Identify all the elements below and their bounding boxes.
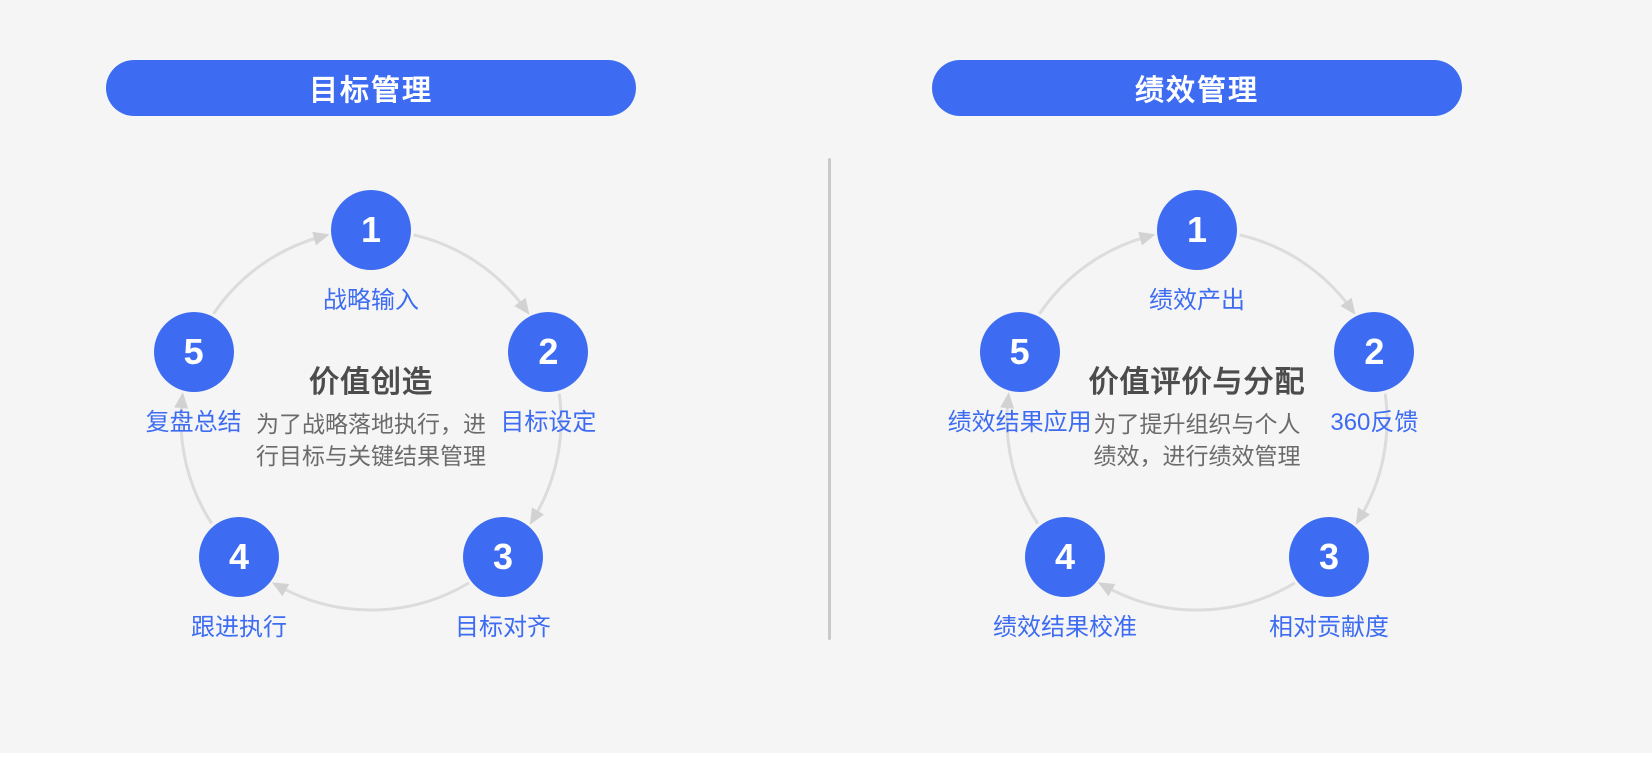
step-node-2: 2 (1334, 311, 1415, 392)
step-number: 5 (1009, 330, 1030, 372)
header-pill-goal: 目标管理 (106, 60, 636, 116)
cycle-arrow-segment (1038, 231, 1156, 315)
step-node-2: 2 (508, 311, 589, 392)
step-label: 相对贡献度 (1268, 613, 1389, 641)
step-node-1: 1 (1157, 190, 1237, 270)
section-divider (828, 158, 831, 640)
cycle-arrow-segment (413, 233, 530, 315)
step-node-4: 4 (199, 516, 279, 597)
step-label: 绩效结果校准 (993, 613, 1137, 641)
step-label: 目标对齐 (454, 613, 551, 641)
cycle-goal: 1 战略输入 2 目标设定 3 目标对齐 4 跟进执行 5 复盘总结 (145, 190, 597, 641)
section-performance-management: 绩效管理 1 绩效产出 2 360反馈 3 相对贡献度 4 绩效结果校准 5 绩效结果应用 价值评… (826, 0, 1652, 758)
cycle-arrow-segment (1239, 233, 1356, 315)
cycle-arrow-segment (212, 231, 330, 315)
step-node-3: 3 (1288, 516, 1369, 597)
cycle-goal-title: 价值创造 (309, 366, 433, 399)
step-label: 战略输入 (323, 287, 419, 314)
step-label: 目标设定 (500, 408, 597, 436)
step-number: 3 (1318, 535, 1339, 577)
step-number: 4 (1054, 535, 1076, 577)
cycle-arrow-segment (271, 581, 470, 612)
header-pill-performance: 绩效管理 (932, 60, 1462, 116)
step-node-5: 5 (153, 311, 234, 392)
bottom-strip (0, 753, 1652, 758)
step-label: 绩效产出 (1149, 287, 1245, 314)
cycle-performance-description-line2: 绩效，进行绩效管理 (1093, 443, 1301, 469)
step-label: 绩效结果应用 (947, 408, 1092, 436)
step-number: 1 (360, 209, 382, 250)
cycle-performance-title: 价值评价与分配 (1088, 366, 1306, 399)
cycle-goal-description-line2: 行目标与关键结果管理 (256, 443, 486, 469)
step-node-1: 1 (331, 190, 411, 270)
step-label: 复盘总结 (145, 408, 242, 436)
step-label: 跟进执行 (191, 613, 287, 641)
cycle-goal-description: 为了战略落地执行，进 行目标与关键结果管理 (106, 408, 636, 472)
step-number: 3 (492, 535, 513, 577)
cycle-performance-center-text: 价值评价与分配 为了提升组织与个人 绩效，进行绩效管理 (932, 364, 1462, 472)
cycle-goal-description-line1: 为了战略落地执行，进 (256, 411, 486, 437)
step-number: 4 (228, 535, 250, 577)
header-pill-performance-label: 绩效管理 (1134, 75, 1259, 107)
step-node-5: 5 (979, 311, 1060, 392)
step-node-4: 4 (1025, 516, 1105, 597)
cycle-performance-description-line1: 为了提升组织与个人 (1093, 411, 1301, 437)
step-number: 2 (538, 330, 559, 372)
cycle-performance-description: 为了提升组织与个人 绩效，进行绩效管理 (932, 408, 1462, 472)
step-node-3: 3 (462, 516, 543, 597)
step-number: 2 (1364, 330, 1385, 372)
cycle-goal-center-text: 价值创造 为了战略落地执行，进 行目标与关键结果管理 (106, 364, 636, 472)
step-number: 1 (1186, 209, 1208, 250)
section-goal-management: 目标管理 1 战略输入 2 目标设定 3 目标对齐 4 跟进执行 5 复盘总结 价值创造 为了战略… (106, 60, 636, 641)
step-label: 360反馈 (1330, 408, 1419, 436)
step-number: 5 (183, 330, 204, 372)
header-pill-goal-label: 目标管理 (308, 75, 433, 107)
